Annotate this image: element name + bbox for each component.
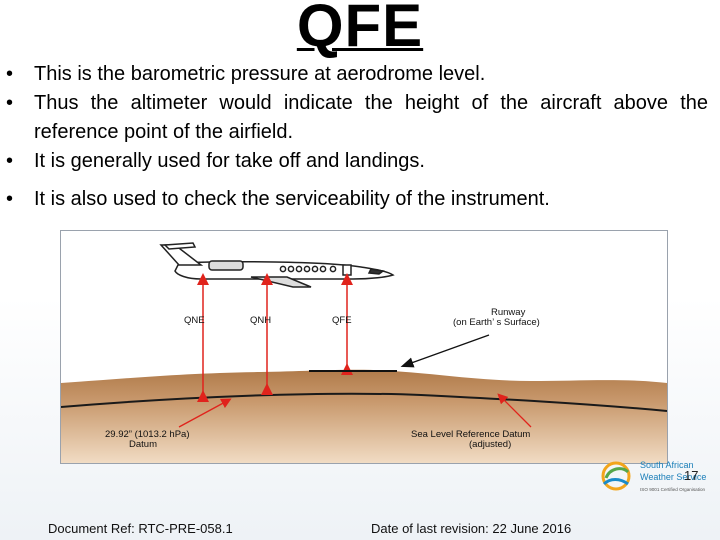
footer-revision-date: Date of last revision: 22 June 2016 — [371, 521, 572, 536]
sun-icon — [601, 461, 631, 491]
terrain — [61, 369, 667, 463]
slide-title: QFE — [296, 0, 424, 59]
bullet-item: Thus the altimeter would indicate the he… — [6, 89, 708, 147]
saws-logo-svg: South African Weather Service ISO 9001 C… — [601, 460, 706, 492]
bullet-list: This is the barometric pressure at aerod… — [6, 60, 708, 214]
datum-label: 29.92” (1013.2 hPa) — [105, 429, 190, 440]
bullet-item: It is also used to check the serviceabil… — [6, 185, 708, 214]
aircraft-icon — [159, 242, 395, 288]
runway-label: Runway — [491, 307, 526, 318]
logo-line1: South African — [640, 460, 694, 470]
datum-sublabel: Datum — [129, 439, 157, 450]
altimeter-diagram: QNE QNH QFE Runway (on Earth’ s Surface)… — [60, 230, 668, 464]
sea-level-pointer — [497, 393, 532, 428]
sea-level-sublabel: (adjusted) — [469, 439, 511, 450]
runway-pointer — [400, 334, 490, 368]
page-number: 17 — [684, 468, 699, 483]
qnh-label: QNH — [250, 315, 271, 326]
saws-logo: South African Weather Service ISO 9001 C… — [598, 456, 714, 498]
altimeter-diagram-svg: QNE QNH QFE Runway (on Earth’ s Surface)… — [61, 242, 667, 463]
qfe-label: QFE — [332, 315, 352, 326]
sea-level-label: Sea Level Reference Datum — [411, 429, 530, 440]
datum-pointer — [178, 398, 232, 428]
runway-sublabel: (on Earth’ s Surface) — [453, 317, 540, 328]
logo-line3: ISO 9001 Certified Organisation — [640, 487, 706, 492]
bullet-item: This is the barometric pressure at aerod… — [6, 60, 708, 89]
logo-line2: Weather Service — [640, 472, 706, 482]
bullet-item: It is generally used for take off and la… — [6, 147, 708, 176]
footer-document-ref: Document Ref: RTC-PRE-058.1 — [48, 521, 233, 536]
qne-label: QNE — [184, 315, 205, 326]
datum-line — [61, 392, 667, 412]
